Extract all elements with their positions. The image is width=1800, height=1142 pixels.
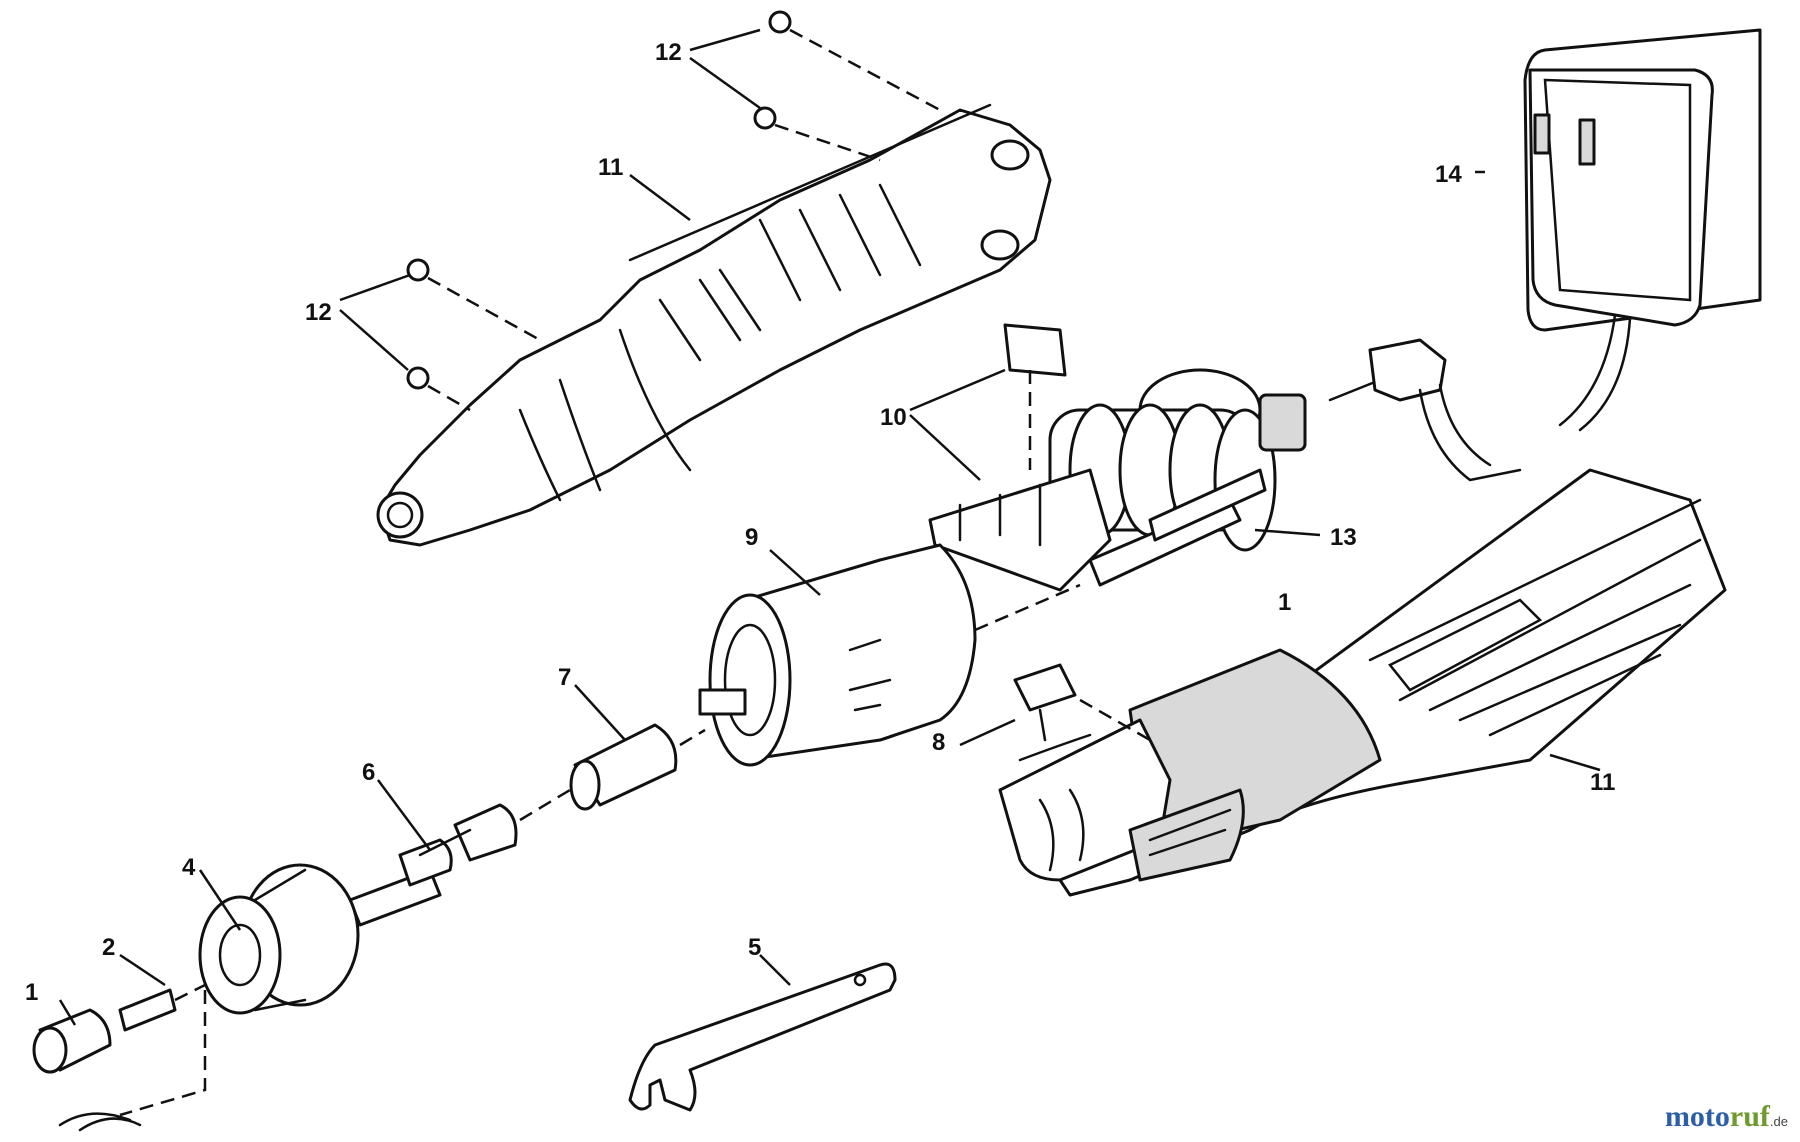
- collet-nut-and-collet: [32, 983, 207, 1132]
- callout-11-upper: 11: [598, 154, 623, 181]
- brand-logo-text-2: ruf: [1729, 1100, 1770, 1133]
- housing-cap: [198, 863, 360, 1015]
- callout-1-body: 1: [1278, 589, 1291, 616]
- callout-1: 1: [25, 979, 38, 1006]
- power-adapter: [1523, 28, 1762, 432]
- callout-7: 7: [558, 664, 571, 691]
- callout-12-left: 12: [305, 299, 332, 326]
- brand-logo-suffix: .de: [1769, 1114, 1788, 1129]
- callout-11-lower: 11: [1590, 769, 1615, 796]
- callout-labels: 12 11 12 14 10 13 9 1 7 6 8 11 4 2 5 1: [25, 39, 1615, 1006]
- wrench: [628, 962, 897, 1112]
- callout-2: 2: [102, 934, 115, 961]
- brand-watermark: motoruf.de: [1665, 1100, 1788, 1134]
- switch-assembly: [928, 323, 1112, 592]
- spindle-sleeve: [569, 723, 706, 811]
- assembled-tool-body: [998, 468, 1727, 897]
- brush-holder: [1013, 663, 1151, 762]
- leader-lines: [58, 28, 1601, 1026]
- callout-9: 9: [745, 524, 758, 551]
- housing-screws: [406, 10, 941, 412]
- callout-5: 5: [748, 934, 761, 961]
- callout-10: 10: [880, 404, 907, 431]
- shaft-assembly: [348, 788, 571, 927]
- callout-13: 13: [1330, 524, 1357, 551]
- callout-4: 4: [182, 854, 196, 881]
- callout-8: 8: [932, 729, 945, 756]
- brand-logo-text: moto: [1664, 1100, 1730, 1133]
- callout-12-top: 12: [655, 39, 682, 66]
- upper-housing-half: [376, 103, 1052, 547]
- motor: [698, 543, 1081, 767]
- callout-14: 14: [1435, 161, 1462, 188]
- battery-pack: [1048, 338, 1522, 587]
- callout-6: 6: [362, 759, 375, 786]
